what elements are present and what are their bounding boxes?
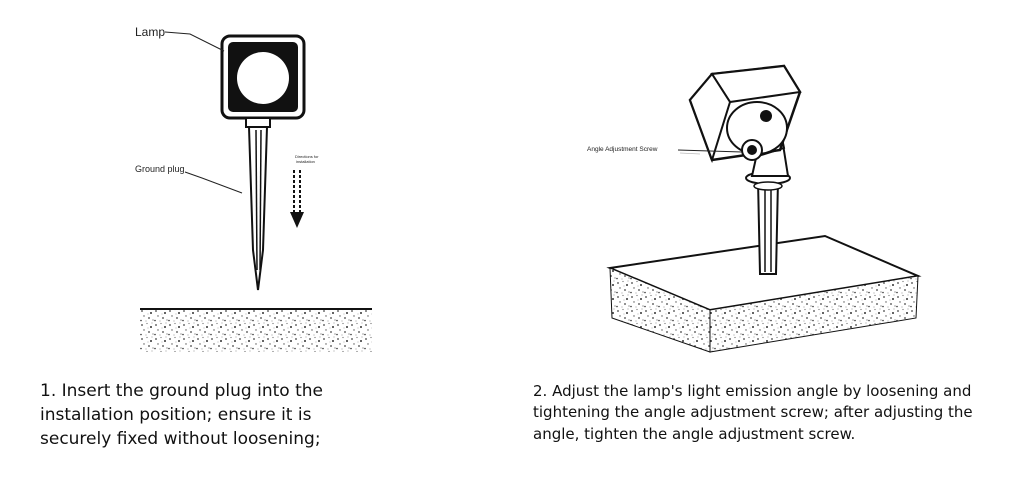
lamp-head bbox=[220, 34, 306, 120]
leader-ground-plug bbox=[184, 171, 243, 194]
label-angle-screw: Angle Adjustment Screw bbox=[587, 146, 658, 153]
label-directions-line2: installation bbox=[296, 159, 315, 164]
ground-block bbox=[140, 308, 372, 352]
step2-illustration: Angle Adjustment Screw bbox=[587, 64, 922, 353]
label-directions-line1: Directions for bbox=[295, 154, 319, 159]
step1-illustration: Lamp Ground plug Directions for installa… bbox=[135, 25, 372, 352]
direction-arrow bbox=[290, 170, 304, 228]
step2-caption: 2. Adjust the lamp's light emission angl… bbox=[533, 382, 973, 443]
leader-angle-screw bbox=[677, 149, 743, 153]
ground-plug-installed bbox=[745, 171, 791, 275]
ground-plug bbox=[245, 117, 271, 291]
label-ground-plug: Ground plug bbox=[135, 164, 185, 174]
step1-caption: 1. Insert the ground plug into the insta… bbox=[40, 381, 323, 450]
lamp-head-tilted bbox=[688, 64, 802, 164]
adjustment-screw-icon bbox=[741, 110, 772, 161]
leader-lamp bbox=[164, 31, 225, 52]
label-lamp: Lamp bbox=[135, 25, 165, 39]
